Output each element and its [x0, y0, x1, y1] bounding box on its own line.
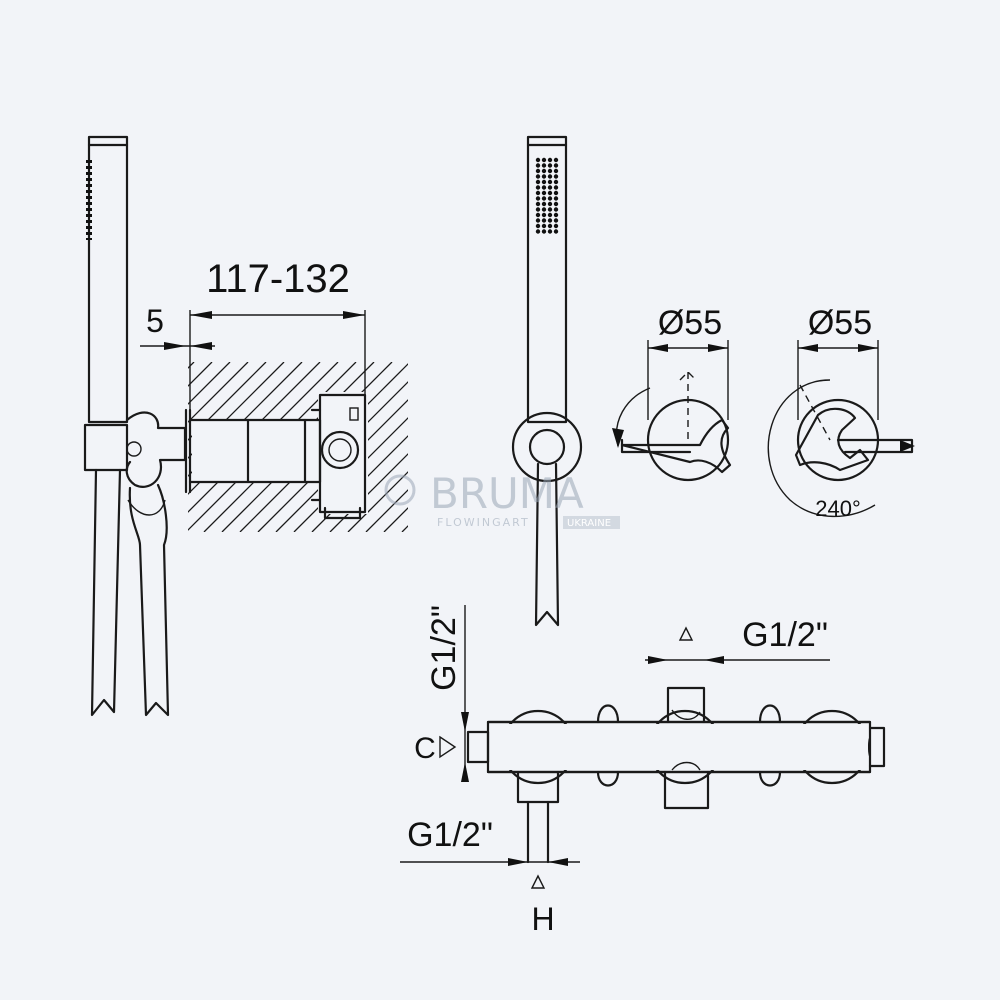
lug-top-2: [758, 704, 782, 724]
valve-body-plan: G1/2" C G1/2" G1/2" H: [400, 605, 886, 937]
watermark-brand: BRUMA: [430, 469, 584, 518]
hose-left: [90, 468, 122, 717]
watermark-region: UKRAINE: [567, 518, 611, 529]
dimension-diameter-left: Ø55: [658, 304, 722, 342]
outlet-bottom-left: [516, 770, 560, 804]
watermark-logo-icon: [384, 474, 416, 506]
hand-shower-front: [526, 135, 568, 424]
spray-nozzles-front: [535, 157, 559, 234]
shower-holder: [83, 423, 129, 472]
handle-lever-left: [620, 418, 732, 474]
inlet-top: [666, 686, 706, 724]
mixer-box: [318, 393, 367, 514]
hand-shower-side: [87, 135, 129, 424]
wall-elbow: [125, 411, 187, 488]
dimension-offset: 5: [146, 303, 164, 339]
handle-lever-right: [794, 407, 870, 472]
dimension-inlet-top: G1/2": [742, 616, 828, 654]
watermark: BRUMA FLOWINGART UKRAINE: [384, 469, 620, 529]
wall-outlet-rosette: [511, 411, 583, 483]
outlet-bottom-center: [663, 770, 710, 810]
lug-top-1: [596, 704, 620, 724]
handle-view-left: Ø55: [612, 304, 732, 482]
front-view: [511, 135, 583, 627]
watermark-tagline: FLOWINGART: [437, 516, 530, 529]
side-view: 117-132 5: [83, 135, 408, 717]
label-cold: C: [414, 732, 436, 765]
rotation-angle: 240°: [815, 496, 861, 521]
hose-right: [128, 483, 170, 717]
lug-bottom-2: [758, 770, 782, 787]
dimension-outlet-bottom: G1/2": [407, 816, 493, 854]
lug-bottom-1: [596, 770, 620, 787]
label-hot: H: [531, 901, 554, 937]
dimension-width-range: 117-132: [206, 257, 350, 301]
flow-marker-bottom: [530, 874, 546, 889]
dimension-inlet-side: G1/2": [425, 605, 463, 691]
hose-front: [534, 462, 560, 627]
flow-marker-top: [678, 626, 694, 641]
wall-outlet-core: [528, 428, 566, 466]
dimension-diameter-right: Ø55: [808, 304, 872, 342]
cartridge-circle: [320, 430, 360, 470]
inlet-side-left: [466, 730, 490, 764]
handle-view-right: Ø55 240°: [767, 304, 915, 521]
